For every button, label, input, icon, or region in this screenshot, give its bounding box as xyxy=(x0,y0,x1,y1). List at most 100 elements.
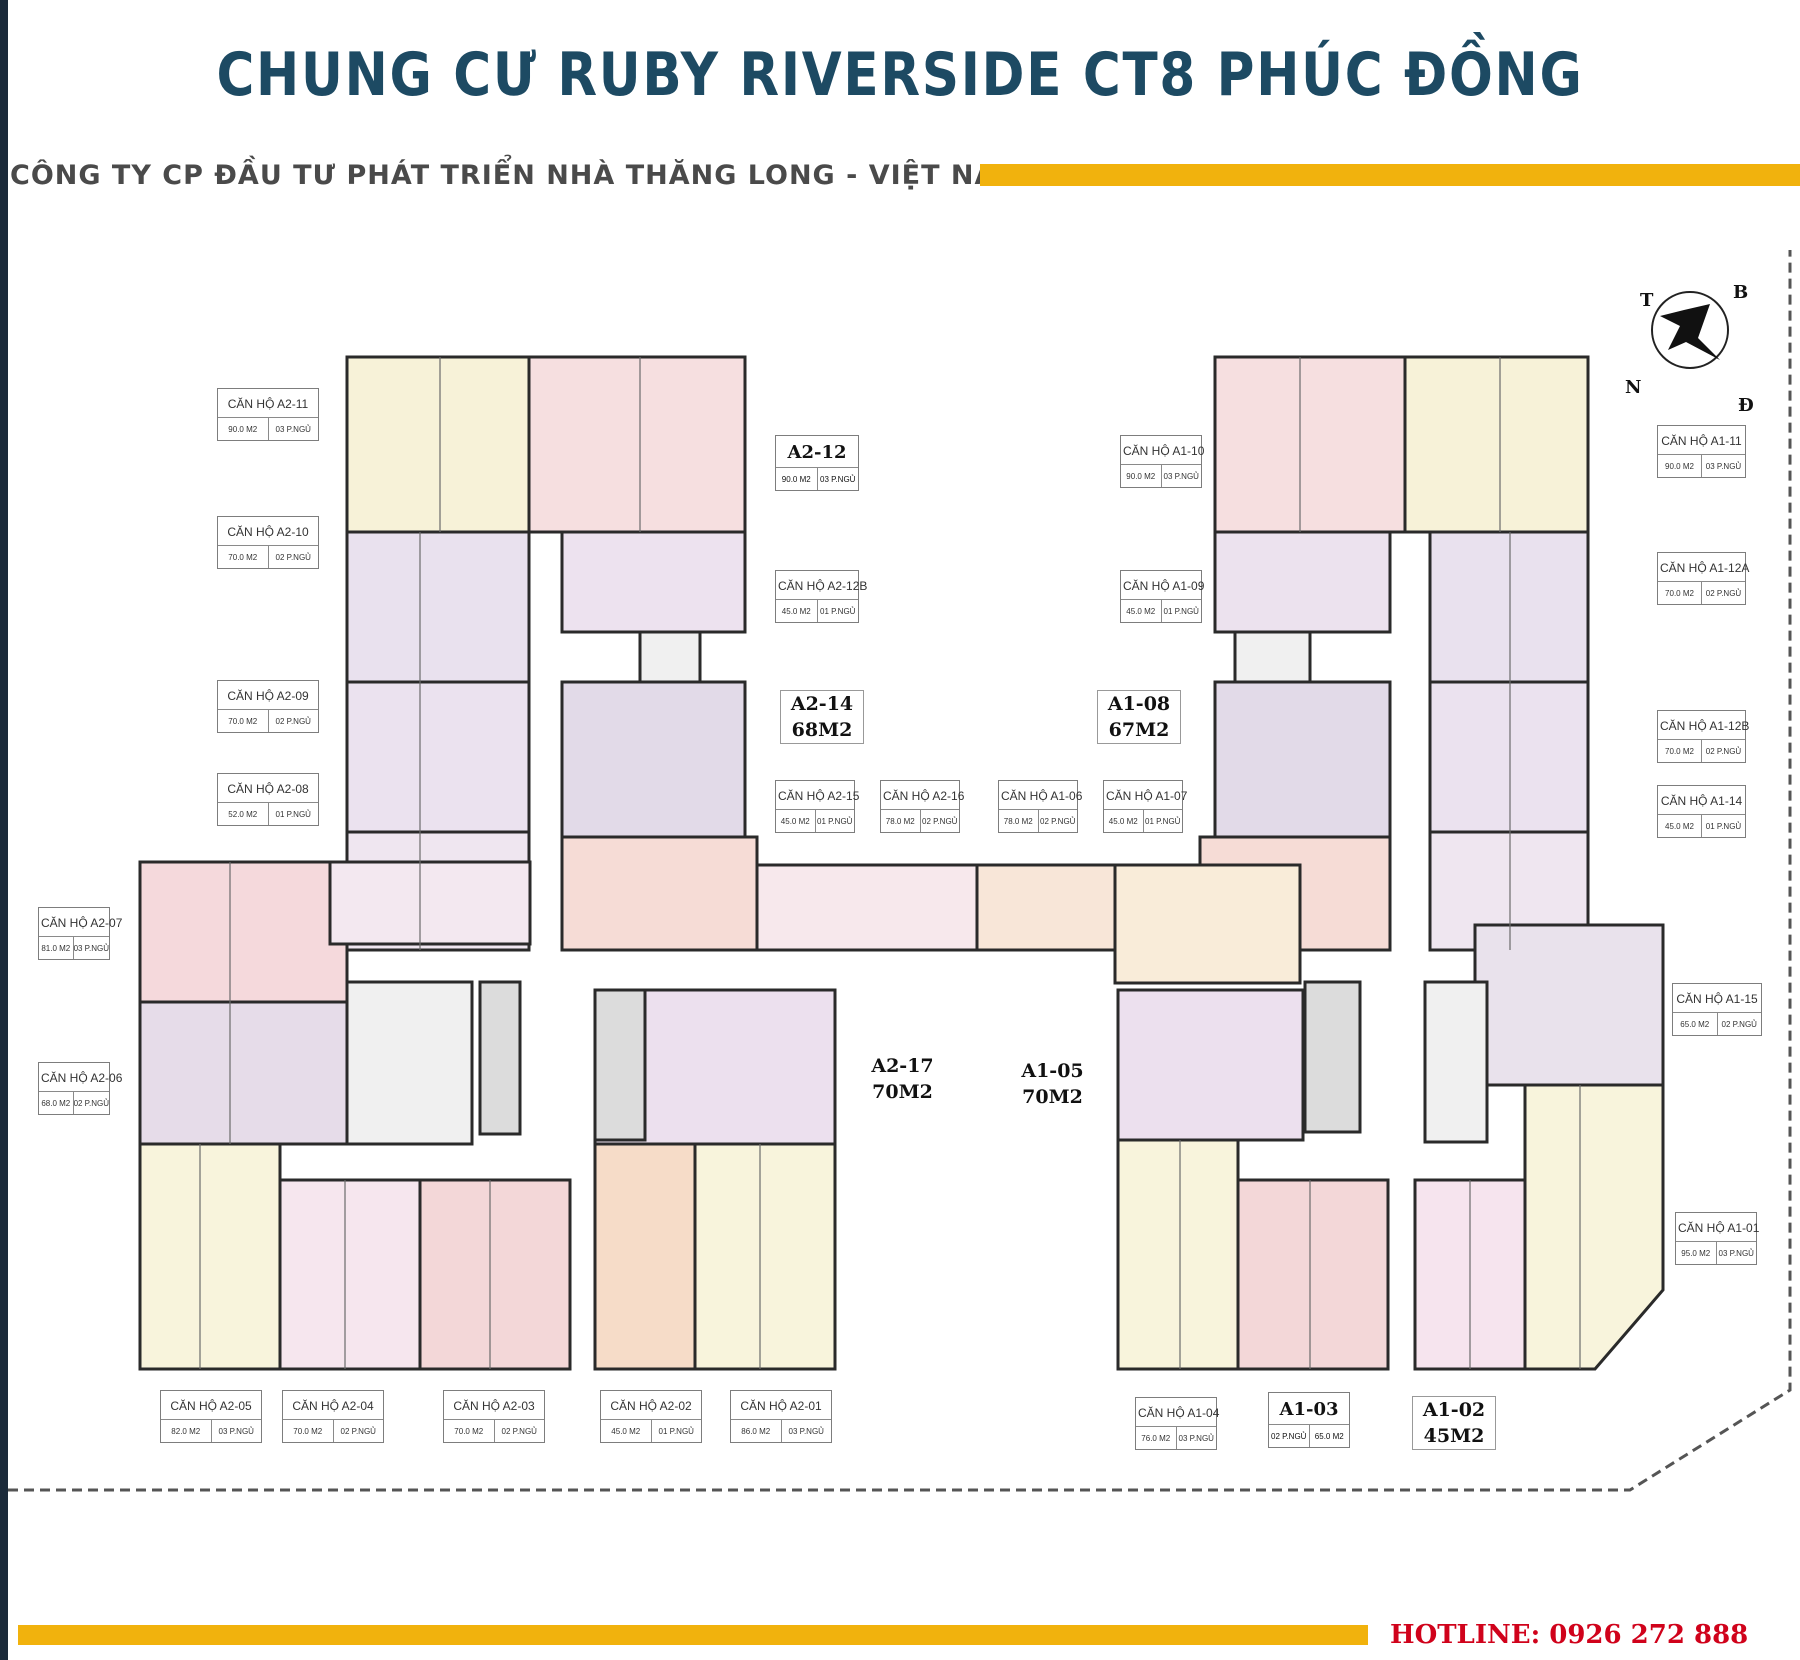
unit-area: 45.0 M2 xyxy=(776,810,816,832)
unit-a2-10-block xyxy=(345,530,531,684)
unit-area: 45.0 M2 xyxy=(1121,600,1162,622)
unit-area: 65.0 M2 xyxy=(1314,1432,1344,1441)
label-a2-17: A2-17 70M2 xyxy=(860,1053,945,1105)
unit-area: 82.0 M2 xyxy=(161,1420,212,1442)
unit-a2-03-block xyxy=(418,1178,572,1371)
unit-a1-05-block xyxy=(1116,988,1305,1142)
unit-name: CĂN HỘ A1-10 xyxy=(1121,436,1204,465)
unit-area: 90.0 M2 xyxy=(776,468,818,490)
unit-a1-12b-block xyxy=(1428,680,1590,834)
unit-area: 90.0 M2 xyxy=(1658,455,1702,477)
unit-rooms: 02 P.NGỦ xyxy=(275,553,311,562)
unit-area: 70.0 M2 xyxy=(283,1420,334,1442)
unit-a1-01-block xyxy=(1523,1083,1665,1371)
unit-a2-09-block xyxy=(345,680,531,834)
unit-rooms: 02 P.NGỦ xyxy=(1705,589,1742,598)
unit-rooms: 02 P.NGỦ xyxy=(1721,1020,1757,1029)
unit-name: CĂN HỘ A1-06 xyxy=(999,781,1082,810)
unit-a1-12a-block xyxy=(1428,530,1590,684)
unit-name: CĂN HỘ A1-12A xyxy=(1658,553,1749,582)
unit-area: 86.0 M2 xyxy=(731,1420,782,1442)
unit-a2-07-ext xyxy=(328,860,532,946)
unit-rooms: 03 P.NGỦ xyxy=(1163,472,1199,481)
unit-rooms: 03 P.NGỦ xyxy=(73,944,109,953)
unit-name: CĂN HỘ A2-04 xyxy=(283,1391,383,1420)
unit-name: A2-12 xyxy=(776,436,858,468)
label-a2-04: CĂN HỘ A2-04 70.0 M2 02 P.NGỦ xyxy=(282,1390,384,1443)
unit-rooms: 01 P.NGỦ xyxy=(820,607,856,616)
unit-a1-03-block xyxy=(1236,1178,1390,1371)
unit-name: CĂN HỘ A2-01 xyxy=(731,1391,831,1420)
label-a1-05: A1-05 70M2 xyxy=(1010,1058,1095,1110)
unit-name: CĂN HỘ A1-09 xyxy=(1121,571,1204,600)
unit-name: CĂN HỘ A2-16 xyxy=(881,781,964,810)
unit-area: 45.0 M2 xyxy=(1104,810,1144,832)
unit-size: 70M2 xyxy=(1022,1086,1083,1108)
unit-name: CĂN HỘ A2-06 xyxy=(39,1063,122,1092)
unit-name: CĂN HỘ A1-11 xyxy=(1658,426,1745,455)
unit-size: 70M2 xyxy=(872,1081,933,1103)
site-boundary xyxy=(8,250,1792,1492)
unit-name: CĂN HỘ A1-07 xyxy=(1104,781,1187,810)
unit-name: A2-17 xyxy=(871,1055,934,1077)
unit-rooms: 03 P.NGỦ xyxy=(218,1427,254,1436)
wing-a2 xyxy=(138,355,979,1371)
lift-a2 xyxy=(478,980,522,1136)
unit-area: 52.0 M2 xyxy=(218,803,269,825)
unit-a2-04-block xyxy=(278,1178,422,1371)
hotline-text: HOTLINE: 0926 272 888 xyxy=(1390,1620,1749,1650)
unit-name: CĂN HỘ A2-03 xyxy=(444,1391,544,1420)
unit-a2-06-block xyxy=(138,1000,349,1146)
unit-area: 70.0 M2 xyxy=(218,546,269,568)
unit-rooms: 02 P.NGỦ xyxy=(340,1427,376,1436)
unit-rooms: 01 P.NGỦ xyxy=(1145,817,1181,826)
compass-letter-south: N xyxy=(1625,377,1642,398)
unit-rooms: 01 P.NGỦ xyxy=(1163,607,1199,616)
unit-a2-11-block xyxy=(345,355,531,534)
unit-a2-02-block xyxy=(593,1142,697,1371)
unit-rooms: 03 P.NGỦ xyxy=(1718,1249,1754,1258)
gold-accent-bar-bottom xyxy=(18,1625,1368,1645)
left-edge-bar xyxy=(0,0,8,1660)
unit-rooms: 02 P.NGỦ xyxy=(275,717,311,726)
unit-a1-04-block xyxy=(1116,1138,1240,1371)
unit-area: 90.0 M2 xyxy=(218,418,269,440)
unit-rooms: 02 P.NGỦ xyxy=(1269,1425,1310,1447)
unit-name: CĂN HỘ A1-01 xyxy=(1676,1213,1759,1242)
unit-a1-10-block xyxy=(1213,355,1407,534)
unit-rooms: 01 P.NGỦ xyxy=(658,1427,694,1436)
unit-area: 81.0 M2 xyxy=(39,937,74,959)
unit-name: A1-03 xyxy=(1269,1393,1349,1425)
unit-area: 78.0 M2 xyxy=(999,810,1039,832)
unit-name: A2-14 xyxy=(790,693,854,715)
stair-a1-top xyxy=(1233,630,1312,684)
unit-name: CĂN HỘ A1-15 xyxy=(1673,984,1761,1013)
unit-a2-16-block xyxy=(755,863,979,952)
compass-letter-west: T xyxy=(1640,290,1654,311)
unit-rooms: 01 P.NGỦ xyxy=(817,817,853,826)
unit-a2-05-block xyxy=(138,1142,282,1371)
label-a1-02: A1-02 45M2 xyxy=(1412,1396,1496,1450)
unit-a1-15-block xyxy=(1473,923,1665,1087)
compass-needle xyxy=(1660,304,1720,360)
unit-a1-11-block xyxy=(1403,355,1590,534)
page-title: CHUNG CƯ RUBY RIVERSIDE CT8 PHÚC ĐỒNG xyxy=(216,40,1584,110)
unit-area: 68.0 M2 xyxy=(39,1092,74,1114)
unit-area: 45.0 M2 xyxy=(776,600,818,622)
unit-name: A1-05 xyxy=(1021,1060,1084,1082)
